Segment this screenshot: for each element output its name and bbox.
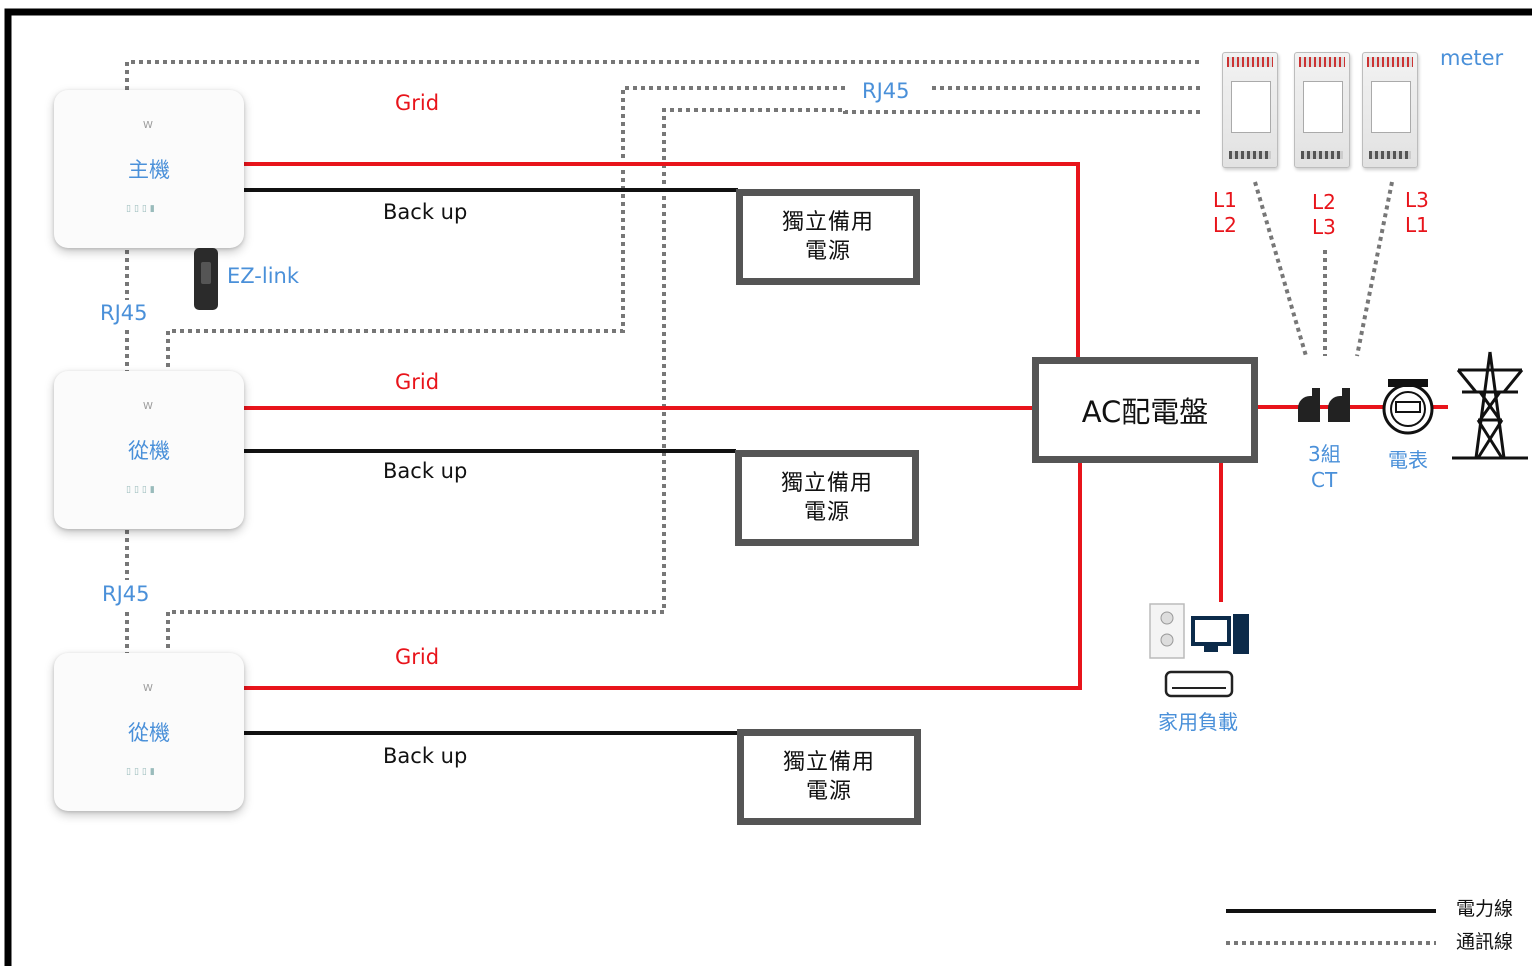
backup-box-line2: 電源	[803, 500, 850, 525]
inverter-led-indicators: ▯▯▯▮	[126, 204, 158, 214]
comm-line-rj45-to-slave1	[166, 86, 845, 370]
backup-label-1: Back up	[383, 200, 468, 224]
rj45-label-top: RJ45	[862, 79, 910, 103]
phase-label: L1	[1405, 213, 1429, 237]
ac-panel-label: AC配電盤	[1081, 395, 1209, 429]
inverter-logo: W	[143, 120, 153, 131]
ac-distribution-panel: AC配電盤	[1032, 357, 1258, 463]
comm-lines	[125, 60, 1394, 654]
inverter-name: 從機	[128, 721, 170, 745]
computer-icon	[1191, 614, 1249, 654]
grid-label-3: Grid	[395, 645, 440, 669]
phase-label: L3	[1312, 215, 1336, 239]
legend-comm-label: 通訊線	[1456, 931, 1514, 953]
grid-lines	[244, 162, 1448, 690]
rj45-label-1: RJ45	[100, 301, 148, 325]
smart-meter-icon	[1362, 52, 1418, 168]
grid-line-slave2	[244, 463, 1082, 690]
comm-line-rj45-to-slave2	[166, 108, 1200, 652]
inverter-slave-1: W 從機 ▯▯▯▮	[54, 371, 244, 529]
backup-box-line1: 獨立備用	[781, 210, 874, 235]
grid-label-2: Grid	[395, 370, 440, 394]
backup-label-3: Back up	[383, 744, 468, 768]
grid-line-master	[244, 162, 1080, 357]
inverter-led-indicators: ▯▯▯▮	[126, 767, 158, 777]
inverter-name: 從機	[128, 439, 170, 463]
ezlink-label: EZ-link	[227, 264, 300, 288]
legend-power-label: 電力線	[1456, 898, 1514, 920]
comm-line-ct-1	[1253, 181, 1308, 357]
outlet-icon	[1149, 603, 1185, 659]
backup-box-line1: 獨立備用	[782, 750, 875, 775]
backup-power-box-3: 獨立備用 電源	[737, 729, 921, 825]
inverter-logo: W	[143, 683, 153, 694]
ct-label-line1: 3組	[1308, 442, 1341, 466]
ct-label-line2: CT	[1311, 468, 1338, 492]
smart-meter-icon	[1222, 52, 1278, 168]
inverter-master: W 主機 ▯▯▯▮	[54, 90, 244, 248]
utility-meter-label: 電表	[1388, 448, 1428, 472]
inverter-name: 主機	[128, 158, 170, 182]
backup-power-box-1: 獨立備用 電源	[736, 189, 920, 285]
phase-label: L2	[1213, 213, 1237, 237]
power-tower-icon	[1452, 351, 1528, 460]
grid-label-1: Grid	[395, 91, 440, 115]
phase-label: L3	[1405, 188, 1429, 212]
phase-label: L2	[1312, 190, 1336, 214]
ct-clamp-icon	[1298, 388, 1350, 422]
comm-line-master-to-meter	[125, 60, 1200, 90]
inverter-led-indicators: ▯▯▯▮	[126, 485, 158, 495]
phase-label: L1	[1213, 188, 1237, 212]
backup-box-line2: 電源	[805, 779, 852, 804]
inverter-logo: W	[143, 401, 153, 412]
utility-meter-icon	[1382, 379, 1434, 435]
smart-meter-icon	[1294, 52, 1350, 168]
home-load-label: 家用負載	[1158, 710, 1238, 734]
backup-lines	[244, 188, 738, 735]
backup-power-box-2: 獨立備用 電源	[735, 450, 919, 546]
inverter-slave-2: W 從機 ▯▯▯▮	[54, 653, 244, 811]
ezlink-dongle-icon	[194, 248, 218, 310]
air-conditioner-icon	[1164, 670, 1234, 698]
backup-box-line2: 電源	[804, 239, 851, 264]
backup-label-2: Back up	[383, 459, 468, 483]
frame-border	[4, 8, 1532, 966]
meter-title: meter	[1440, 46, 1504, 70]
backup-box-line1: 獨立備用	[780, 471, 873, 496]
comm-line-ct-3	[1355, 181, 1394, 357]
rj45-label-2: RJ45	[102, 582, 150, 606]
